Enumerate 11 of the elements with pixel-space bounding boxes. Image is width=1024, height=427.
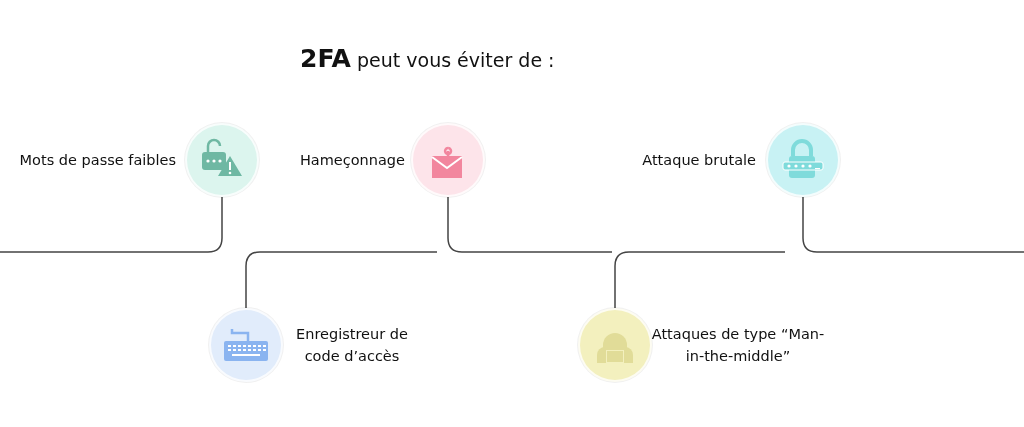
topic-label: Attaques de type “Man-in-the-middle” (650, 325, 826, 366)
topic-label: Attaque brutale (641, 151, 756, 170)
connector-line (802, 196, 1024, 253)
topic-label: Hameçonnage (298, 151, 405, 170)
connector-line (614, 251, 786, 309)
connector-line (447, 196, 613, 253)
connector-line (245, 251, 438, 309)
topic-label: Mots de passe faibles (18, 151, 176, 170)
title: 2FA peut vous éviter de : (300, 44, 556, 73)
connector-line (0, 196, 223, 253)
topic-label: Enregistreur de code d’accès (295, 325, 409, 366)
